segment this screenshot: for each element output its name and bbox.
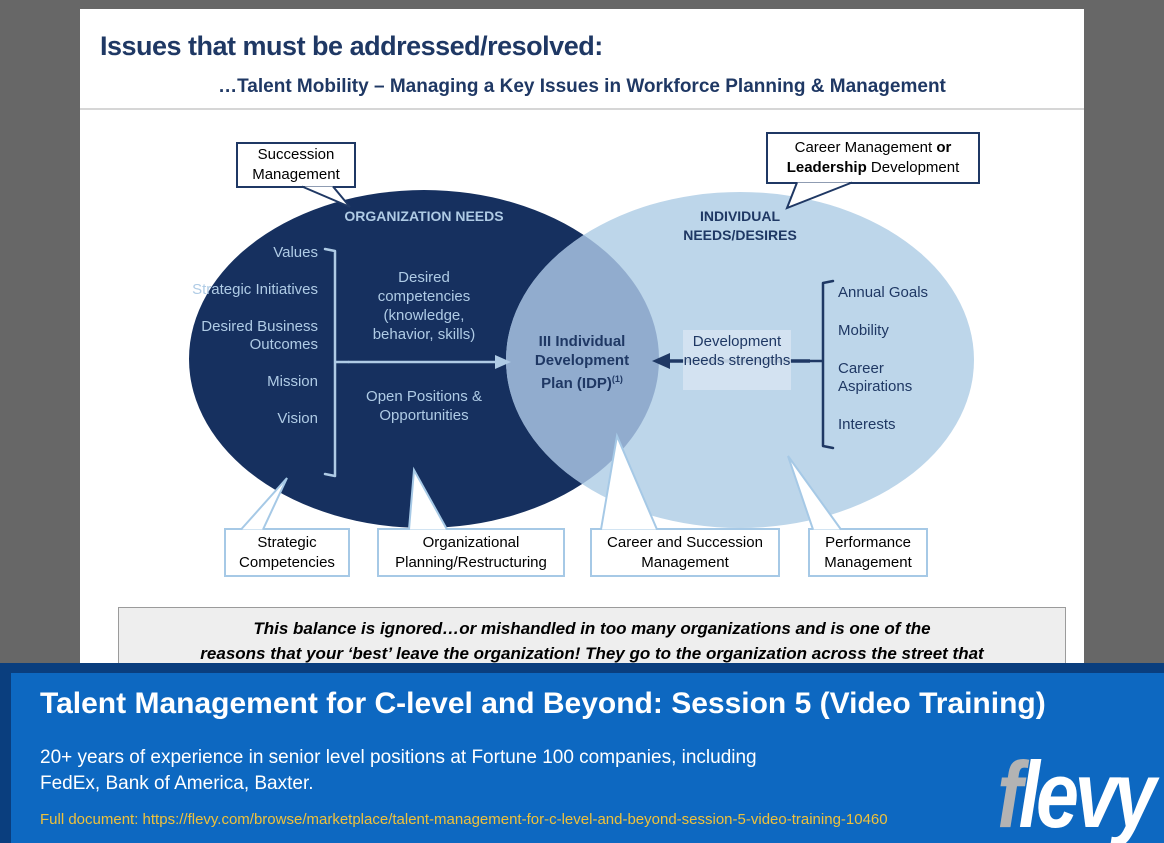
development-needs-label: Development needs strengths — [683, 330, 791, 390]
banner-subtitle-line1: 20+ years of experience in senior level … — [40, 747, 757, 768]
open-positions-text: Open Positions & Opportunities — [366, 388, 482, 424]
idp-line1: III Individual — [538, 333, 626, 350]
callout-org-planning-label: Organizational Planning/Restructuring — [395, 533, 547, 571]
callout-org-planning: Organizational Planning/Restructuring — [377, 528, 565, 577]
promo-banner: Talent Management for C-level and Beyond… — [0, 663, 1164, 843]
desired-competencies-text: Desired competencies (knowledge, behavio… — [372, 269, 476, 343]
idp-line3: Plan (IDP)(1) — [541, 374, 623, 392]
callout-career-label: Career Management or Leadership Developm… — [786, 139, 960, 176]
flevy-logo: flevy — [997, 747, 1156, 841]
org-need-item: Desired Business Outcomes — [201, 318, 318, 353]
callout-career-succession: Career and Succession Management — [590, 528, 780, 577]
callout-strategic-label: Strategic Competencies — [239, 533, 335, 571]
note-line2: reasons that your ‘best’ leave the organ… — [200, 644, 984, 663]
flevy-logo-f: f — [996, 741, 1023, 843]
document-link[interactable]: Full document: https://flevy.com/browse/… — [40, 811, 888, 828]
idp-label: III Individual Development Plan (IDP)(1) — [512, 332, 652, 393]
individual-needs-title: INDIVIDUAL NEEDS/DESIRES — [683, 208, 797, 243]
callout-succession-management: Succession Management — [236, 142, 356, 188]
idp-line2: Development — [534, 352, 630, 369]
page-title: Issues that must be addressed/resolved: — [100, 31, 603, 61]
banner-subtitle-line2: FedEx, Bank of America, Baxter. — [40, 773, 314, 794]
callout-career-management: Career Management or Leadership Developm… — [766, 132, 980, 184]
organization-needs-title: ORGANIZATION NEEDS — [344, 208, 504, 224]
callout-performance: Performance Management — [808, 528, 928, 577]
org-need-item: Values — [273, 244, 318, 261]
note-line1: This balance is ignored…or mishandled in… — [253, 619, 931, 638]
callout-career-succession-label: Career and Succession Management — [607, 533, 763, 571]
page-subtitle: …Talent Mobility – Managing a Key Issues… — [218, 76, 946, 97]
callout-succession-label: Succession Management — [252, 146, 340, 183]
header-divider — [80, 108, 1084, 110]
individual-need-item: Career Aspirations — [838, 360, 913, 395]
individual-needs-list: Annual Goals Mobility Career Aspirations… — [838, 284, 950, 454]
org-need-item: Mission — [267, 373, 318, 390]
individual-need-item: Mobility — [838, 322, 889, 339]
org-need-item: Vision — [277, 410, 318, 427]
callout-performance-label: Performance Management — [824, 533, 912, 571]
idp-footnote-marker: (1) — [611, 374, 623, 384]
individual-need-item: Annual Goals — [838, 284, 929, 301]
flevy-logo-levy: levy — [1018, 741, 1156, 843]
org-need-item: Strategic Initiatives — [192, 281, 318, 298]
individual-need-item: Interests — [838, 416, 896, 433]
banner-subtitle: 20+ years of experience in senior level … — [40, 745, 757, 797]
promo-banner-inner: Talent Management for C-level and Beyond… — [11, 673, 1164, 843]
organization-needs-list: Values Strategic Initiatives Desired Bus… — [190, 244, 318, 447]
callout-strategic-competencies: Strategic Competencies — [224, 528, 350, 577]
banner-title: Talent Management for C-level and Beyond… — [40, 687, 1046, 720]
